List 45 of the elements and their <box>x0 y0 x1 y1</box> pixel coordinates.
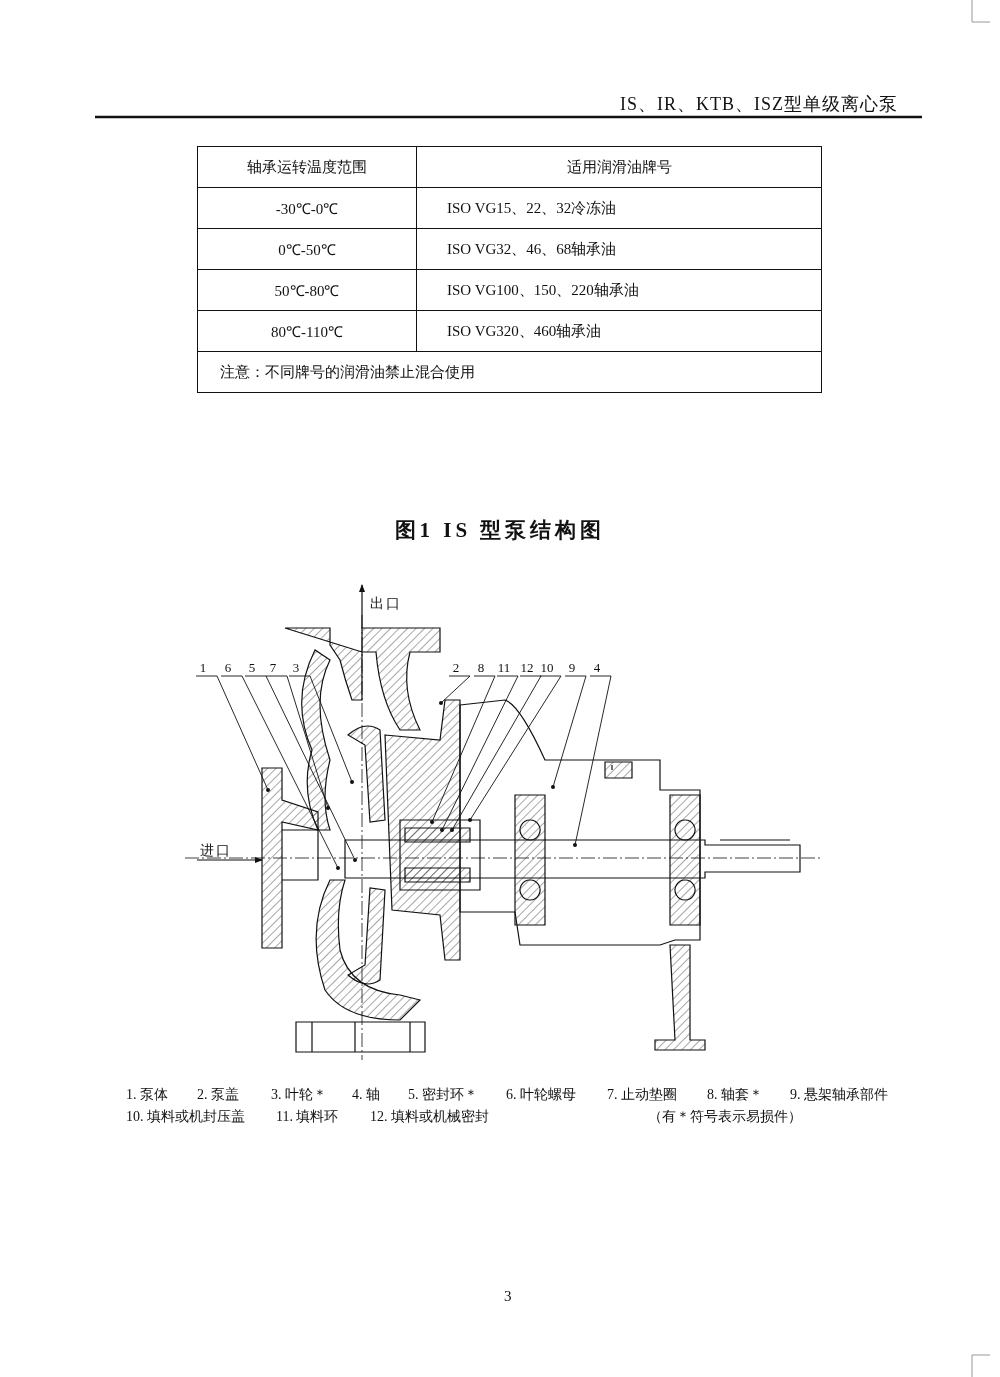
figure-title: 图1 IS 型泵结构图 <box>393 517 607 544</box>
leader-line <box>440 675 519 832</box>
leader-line <box>220 675 340 870</box>
part-list-item: 12. 填料或机械密封 <box>370 1108 489 1126</box>
callout-number: 8 <box>476 661 486 675</box>
callout-number: 9 <box>567 661 577 675</box>
part-list-item: 1. 泵体 <box>126 1086 168 1104</box>
leader-line <box>551 675 587 789</box>
footnote: （有＊符号表示易损件） <box>648 1108 802 1126</box>
callout-number: 10 <box>538 661 556 675</box>
part-list-item: 11. 填料环 <box>276 1108 339 1126</box>
part-list-item: 5. 密封环＊ <box>408 1086 478 1104</box>
callout-number: 4 <box>592 661 602 675</box>
callout-number: 3 <box>291 661 301 675</box>
part-list-item: 2. 泵盖 <box>197 1086 239 1104</box>
callout-number: 12 <box>518 661 536 675</box>
table-note-cell: 注意：不同牌号的润滑油禁止混合使用 <box>197 351 822 393</box>
leader-line <box>468 675 562 822</box>
leader-line <box>450 675 542 832</box>
callout-number: 6 <box>223 661 233 675</box>
leader-line <box>430 675 496 824</box>
callout-number: 5 <box>247 661 257 675</box>
outlet-label: 出口 <box>370 595 402 613</box>
leader-line <box>288 675 354 784</box>
callout-number: 1 <box>198 661 208 675</box>
callout-number: 2 <box>451 661 461 675</box>
part-list-item: 8. 轴套＊ <box>707 1086 763 1104</box>
part-list-item: 6. 叶轮螺母 <box>506 1086 576 1104</box>
leader-line <box>439 675 471 705</box>
page-number: 3 <box>504 1288 512 1305</box>
header-title: IS、IR、KTB、ISZ型单级离心泵 <box>620 93 898 116</box>
part-list-item: 3. 叶轮＊ <box>271 1086 327 1104</box>
inlet-label: 进口 <box>200 842 232 860</box>
part-list-item: 10. 填料或机封压盖 <box>126 1108 245 1126</box>
leader-line <box>244 675 357 862</box>
callout-number: 11 <box>495 661 513 675</box>
leader-line <box>195 675 270 792</box>
leader-line <box>573 675 612 847</box>
leader-line <box>265 675 330 810</box>
callout-number: 7 <box>268 661 278 675</box>
part-list-item: 7. 止动垫圈 <box>607 1086 677 1104</box>
part-list-item: 4. 轴 <box>352 1086 380 1104</box>
part-list-item: 9. 悬架轴承部件 <box>790 1086 888 1104</box>
table-header-cell: 轴承运转温度范围 <box>197 146 417 188</box>
table-header-cell: 适用润滑油牌号 <box>416 146 822 188</box>
